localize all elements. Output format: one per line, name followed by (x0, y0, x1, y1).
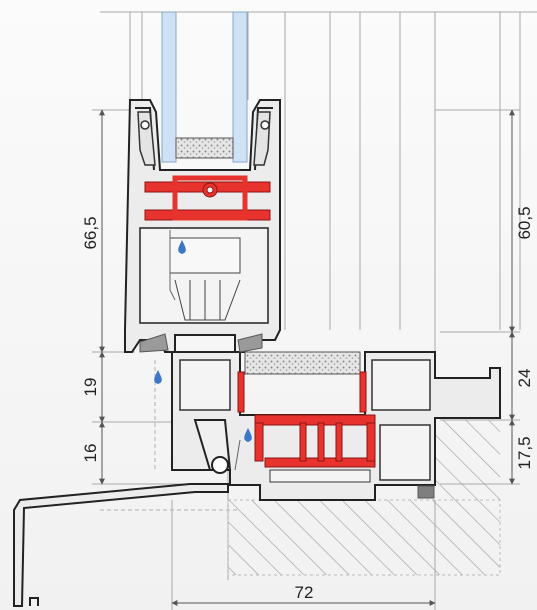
drainage-paths (169, 230, 241, 471)
dim-label-16: 16 (81, 444, 100, 463)
dashed-reference-lines (100, 270, 240, 511)
water-drops (154, 240, 252, 442)
gaskets (139, 333, 435, 499)
dim-label-60-5: 60,5 (515, 206, 534, 239)
sash-profile (124, 99, 281, 353)
double-glazing (161, 11, 248, 163)
frame-foam (244, 351, 361, 375)
dim-label-19: 19 (81, 378, 100, 397)
dim-label-72: 72 (295, 583, 314, 602)
exterior-sill (13, 419, 232, 607)
dim-label-66-5: 66,5 (81, 216, 100, 249)
dim-label-17-5: 17,5 (515, 436, 534, 469)
glazing-beads (137, 111, 271, 166)
sash-thermal-break (144, 175, 271, 221)
dimension-lines (99, 109, 515, 606)
masonry-hatch (227, 420, 501, 576)
dim-label-24: 24 (515, 369, 534, 388)
frame-thermal-break (237, 371, 376, 468)
